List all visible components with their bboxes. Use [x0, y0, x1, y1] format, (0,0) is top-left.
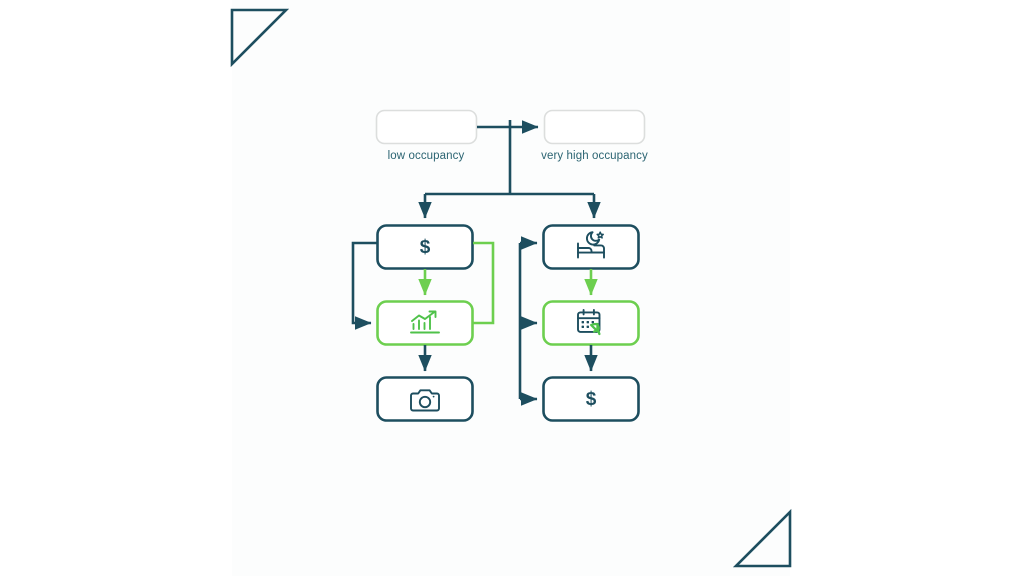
bed-night-icon	[577, 231, 605, 259]
camera-icon	[410, 389, 440, 412]
dollar-sign-glyph: $	[585, 389, 597, 410]
top-left-box[interactable]	[375, 109, 478, 145]
bar-chart-growth-icon	[410, 310, 440, 334]
dollar-sign-icon-right: $	[543, 378, 639, 421]
top-right-box-label: very high occupancy	[541, 150, 648, 162]
right-node-3-box[interactable]	[542, 376, 640, 422]
connector-left1-loopback-navy	[351, 241, 377, 330]
dollar-sign-icon-left: $	[377, 226, 473, 269]
triangle-bottom-right-icon	[732, 508, 792, 568]
triangle-top-left-icon	[230, 8, 290, 68]
connector-left-green-loop	[473, 241, 495, 325]
top-right-box[interactable]	[543, 109, 646, 145]
right-node-1-box[interactable]	[542, 224, 640, 270]
calendar-reschedule-icon	[577, 309, 601, 336]
top-left-box-label: low occupancy	[387, 150, 465, 162]
right-node-2-box[interactable]	[542, 300, 640, 346]
left-node-3-box[interactable]	[376, 376, 474, 422]
dollar-sign-glyph: $	[419, 237, 431, 258]
content-panel	[232, 0, 790, 576]
left-node-1-box[interactable]	[376, 224, 474, 270]
